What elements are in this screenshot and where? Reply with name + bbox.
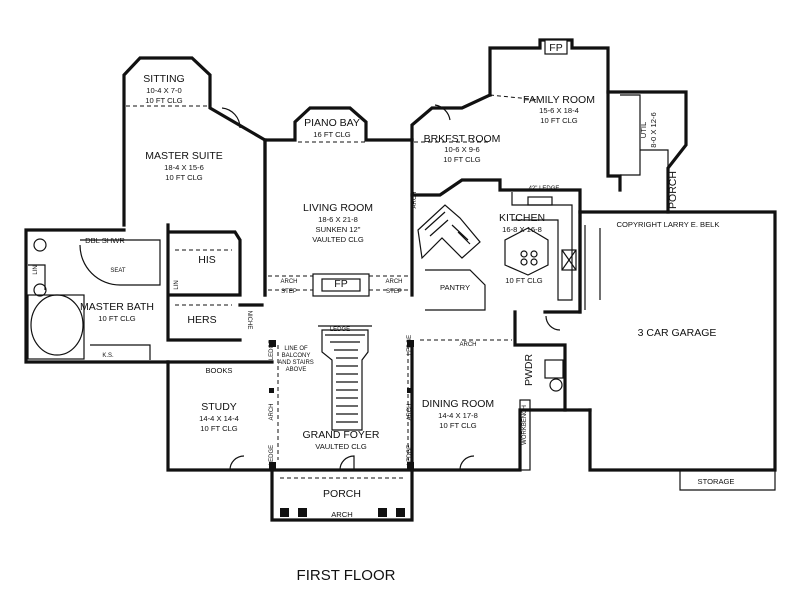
kitchen-name: KITCHEN: [499, 212, 545, 224]
study-clg: 10 FT CLG: [200, 424, 238, 433]
balcony-line-2: BALCONY: [282, 353, 311, 359]
master-suite-name: MASTER SUITE: [145, 150, 223, 162]
arch-dining: ARCH: [459, 342, 476, 348]
dbl-shwr: DBL SHWR: [85, 236, 125, 245]
living-room-clg: VAULTED CLG: [312, 235, 364, 244]
balcony-line-3: AND STAIRS: [278, 360, 314, 366]
sitting-name: SITTING: [143, 73, 184, 85]
copyright: COPYRIGHT LARRY E. BELK: [617, 220, 720, 229]
balcony-line-4: ABOVE: [286, 367, 307, 373]
master-bath-name: MASTER BATH: [80, 301, 154, 313]
ledge-study: LEDGE: [269, 445, 275, 465]
ledge-42: 42" LEDGE: [529, 186, 560, 192]
family-room-name: FAMILY ROOM: [523, 94, 595, 106]
pantry-name: PANTRY: [440, 283, 470, 292]
floor-title: FIRST FLOOR: [297, 567, 396, 584]
garage-name: 3 CAR GARAGE: [638, 327, 717, 339]
hers-name: HERS: [187, 314, 216, 326]
ledge-dining-front: LEDGE: [407, 445, 413, 465]
his-name: HIS: [198, 254, 216, 266]
arch-kitchen: ARCH: [412, 191, 418, 208]
grand-foyer-name: GRAND FOYER: [302, 429, 379, 441]
ledge-foyer: LEDGE: [330, 327, 350, 333]
study-dims: 14-4 X 14-4: [199, 414, 239, 423]
brkfst-room-clg: 10 FT CLG: [443, 155, 481, 164]
ks: K.S.: [102, 353, 114, 359]
balcony-line-1: LINE OF: [284, 346, 308, 352]
family-room-clg: 10 FT CLG: [540, 116, 578, 125]
posts: [269, 340, 414, 517]
fp-living: FP: [334, 278, 347, 290]
books: BOOKS: [205, 366, 232, 375]
dining-room-name: DINING ROOM: [422, 398, 494, 410]
util-name: UTIL: [639, 122, 648, 138]
niche: NICHE: [246, 311, 252, 330]
arch-dining-side: ARCH: [407, 403, 413, 420]
util-dims: 8-0 X 12-6: [649, 112, 658, 147]
living-room-note: SUNKEN 12": [316, 225, 361, 234]
living-room-dims: 18-6 X 21-8: [318, 215, 358, 224]
sitting-clg: 10 FT CLG: [145, 96, 183, 105]
master-suite-dims: 18-4 X 15-6: [164, 163, 204, 172]
piano-bay-clg: 16 FT CLG: [313, 130, 351, 139]
lin-bath: LIN: [33, 265, 39, 274]
living-room-name: LIVING ROOM: [303, 202, 373, 214]
details: [27, 39, 776, 491]
study-name: STUDY: [201, 401, 237, 413]
storage-name: STORAGE: [698, 477, 735, 486]
seat: SEAT: [110, 268, 126, 274]
piano-bay-name: PIANO BAY: [304, 117, 360, 129]
porch-front-name: PORCH: [323, 488, 361, 500]
dining-room-clg: 10 FT CLG: [439, 421, 477, 430]
family-room-dims: 15-6 X 18-4: [539, 106, 579, 115]
kitchen-dims: 16-8 X 16-8: [502, 225, 542, 234]
lin-closet: LIN: [174, 280, 180, 289]
porch-arch: ARCH: [331, 510, 353, 519]
kitchen-clg: 10 FT CLG: [505, 276, 543, 285]
arch-living-right: ARCH: [385, 279, 402, 285]
brkfst-room-dims: 10-6 X 9-6: [444, 145, 479, 154]
pwdr-name: PWDR: [523, 354, 535, 386]
grand-foyer-clg: VAULTED CLG: [315, 442, 367, 451]
labels: SITTING 10-4 X 7-0 10 FT CLG MASTER SUIT…: [33, 42, 735, 584]
sitting-dims: 10-4 X 7-0: [146, 86, 181, 95]
master-suite-clg: 10 FT CLG: [165, 173, 203, 182]
arch-study: ARCH: [269, 403, 275, 420]
ledge-study-top: LEDGE: [269, 340, 275, 360]
fp-family: FP: [549, 42, 562, 54]
master-bath-clg: 10 FT CLG: [98, 314, 136, 323]
dining-room-dims: 14-4 X 17-8: [438, 411, 478, 420]
ledge-dining: LEDGE: [407, 335, 413, 355]
workbench: WORKBENCH: [522, 405, 528, 445]
porch-side-name: PORCH: [667, 171, 679, 209]
step-living-left: STEP: [281, 289, 297, 295]
brkfst-room-name: BRKFST ROOM: [424, 133, 501, 145]
step-living-right: STEP: [386, 289, 402, 295]
arch-living-left: ARCH: [280, 279, 297, 285]
